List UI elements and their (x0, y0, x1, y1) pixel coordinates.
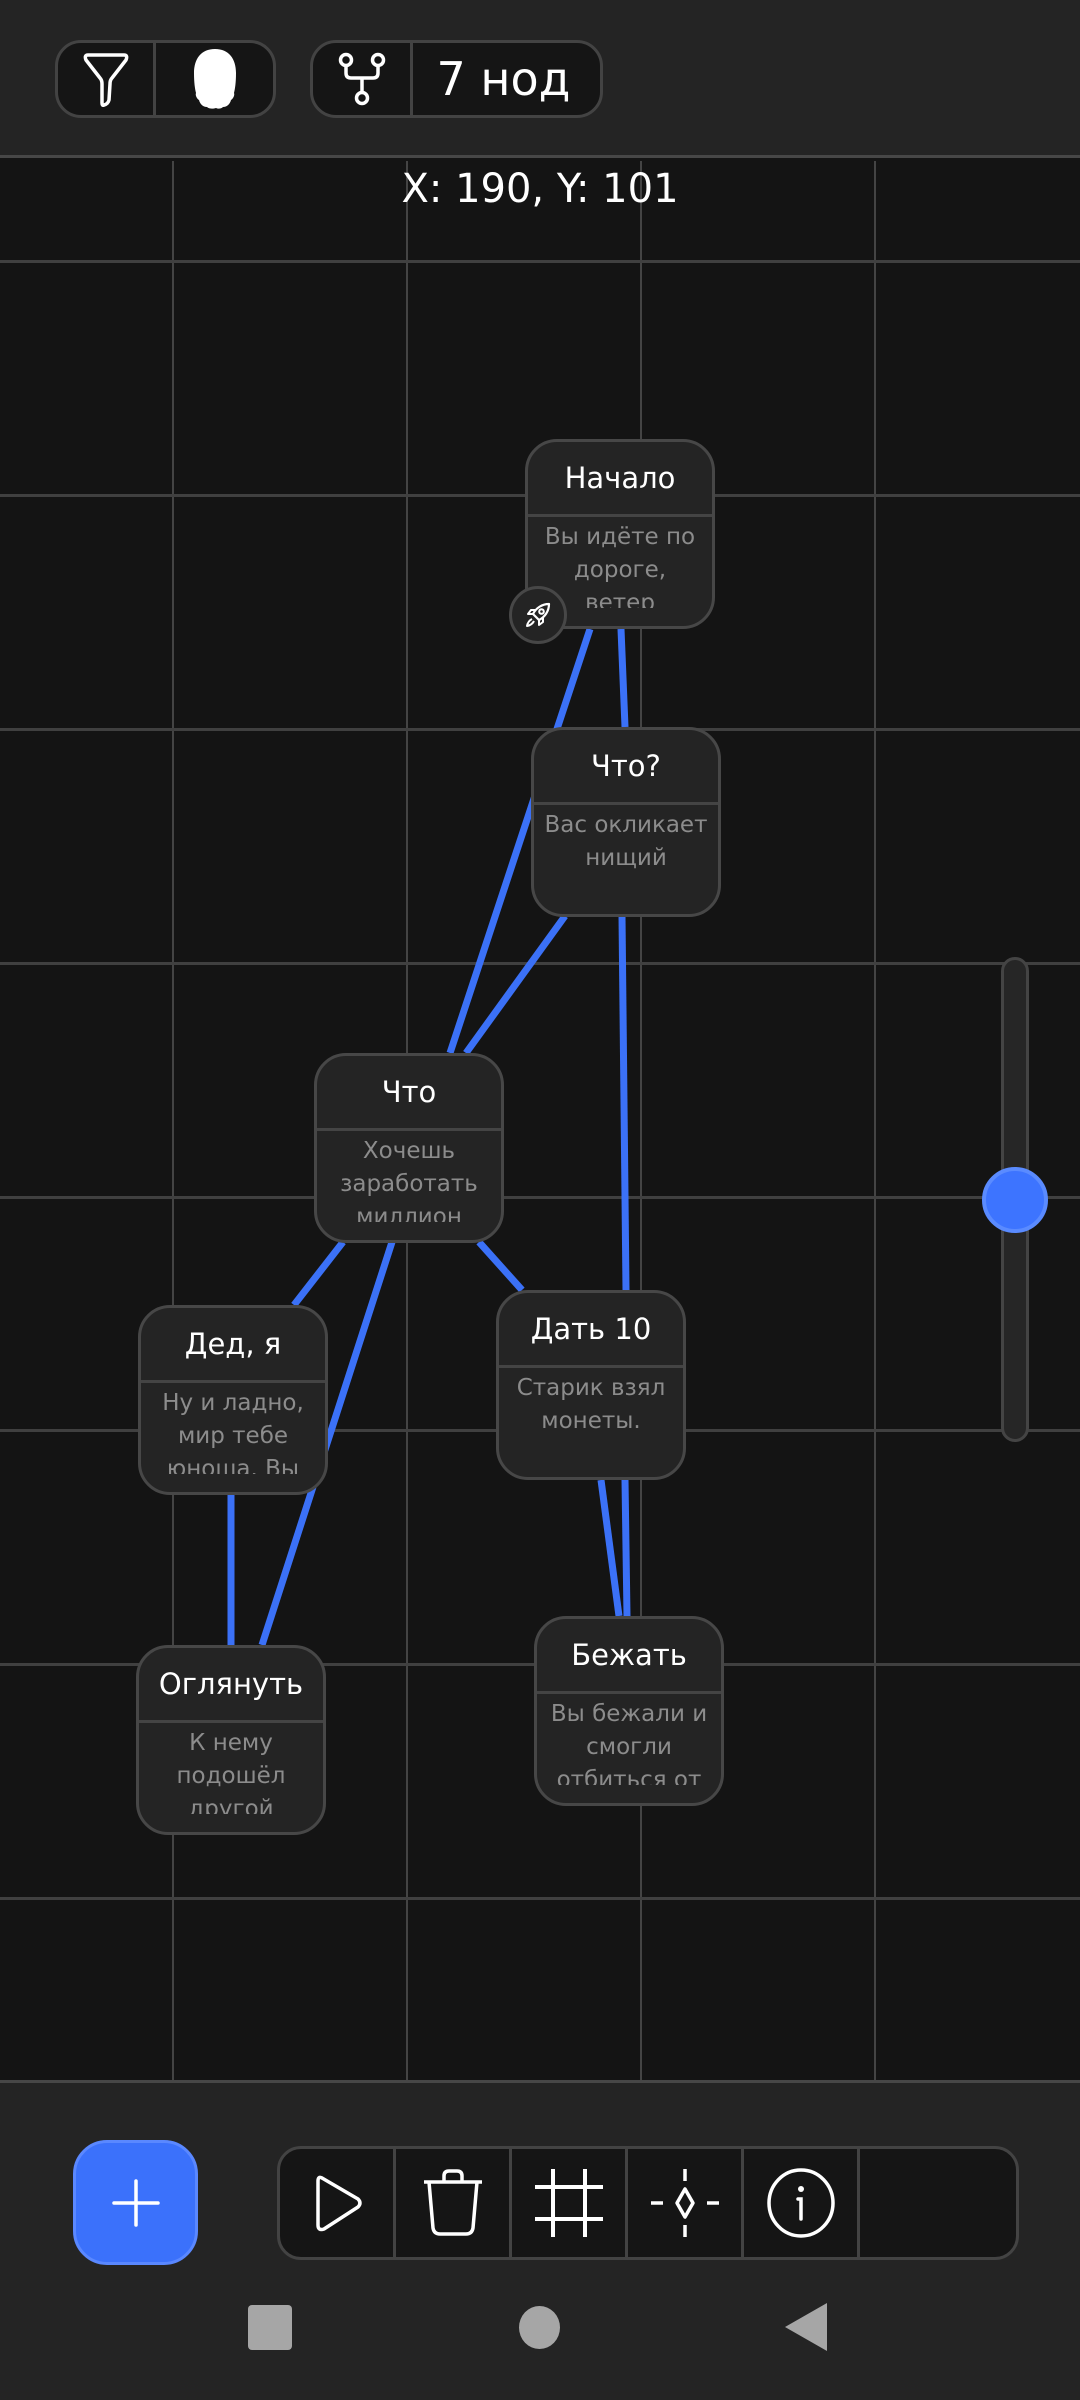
center-icon (650, 2169, 719, 2237)
tools-toolbar (277, 2146, 1019, 2260)
cursor-coordinates: X: 190, Y: 101 (401, 166, 679, 212)
trash-icon (423, 2169, 482, 2236)
grid-line (172, 161, 174, 2080)
node-body: Старик взял монеты. (516, 1375, 666, 1434)
skull-icon (193, 49, 236, 109)
node-title: Бежать (537, 1619, 721, 1694)
grid-line (0, 728, 1080, 731)
home-button[interactable] (519, 2306, 560, 2349)
node-body: Хочешь заработать миллион (340, 1138, 478, 1222)
delete-button[interactable] (396, 2149, 512, 2257)
grid-line (0, 260, 1080, 263)
info-button[interactable] (744, 2149, 860, 2257)
center-view-button[interactable] (628, 2149, 744, 2257)
node-run[interactable]: Бежать Вы бежали и смогли отбиться от (534, 1616, 724, 1806)
node-give-10[interactable]: Дать 10 Старик взял монеты. (496, 1290, 686, 1480)
node-title: Дед, я (141, 1308, 325, 1383)
bottom-bar (0, 2080, 1080, 2400)
node-ded[interactable]: Дед, я Ну и ладно, мир тебе юноша. Вы (138, 1305, 328, 1495)
add-node-button[interactable] (73, 2140, 198, 2265)
grid-line (640, 161, 642, 2080)
node-title: Что (317, 1056, 501, 1131)
rocket-icon (526, 602, 551, 627)
node-count-group: 7 нод (310, 40, 603, 118)
node-body: Вы идёте по дороге, ветер (544, 524, 696, 608)
zoom-slider-thumb[interactable] (982, 1167, 1048, 1233)
recent-apps-button[interactable] (248, 2305, 292, 2350)
system-nav-bar (0, 2290, 1080, 2370)
play-icon (315, 2175, 362, 2232)
filter-button[interactable] (58, 43, 153, 115)
grid-line (874, 161, 876, 2080)
grid-line (0, 1897, 1080, 1900)
node-count-label: 7 нод (410, 43, 600, 115)
info-icon (766, 2168, 835, 2238)
grid-toggle-button[interactable] (512, 2149, 628, 2257)
node-body: Вас окликает нищий (544, 812, 708, 871)
filter-group (55, 40, 276, 118)
node-title: Дать 10 (499, 1293, 683, 1368)
toolbar-empty-slot (860, 2149, 1016, 2257)
graph-button[interactable] (313, 43, 410, 115)
grid-line (0, 1196, 1080, 1199)
node-title: Оглянуть (139, 1648, 323, 1723)
node-title: Что? (534, 730, 718, 805)
node-start[interactable]: Начало Вы идёте по дороге, ветер (525, 439, 715, 629)
node-what-question[interactable]: Что? Вас окликает нищий (531, 727, 721, 917)
top-bar: 7 нод (0, 0, 1080, 158)
node-body: Вы бежали и смогли отбиться от (550, 1701, 708, 1785)
node-body: Ну и ладно, мир тебе юноша. Вы (162, 1390, 304, 1474)
filter-icon (83, 53, 128, 107)
node-what[interactable]: Что Хочешь заработать миллион (314, 1053, 504, 1243)
plus-icon (111, 2178, 160, 2227)
node-body: К нему подошёл другой (176, 1730, 286, 1814)
back-button[interactable] (785, 2303, 827, 2351)
skull-button[interactable] (153, 43, 273, 115)
play-button[interactable] (280, 2149, 396, 2257)
branch-icon (338, 52, 385, 106)
start-node-badge (509, 586, 567, 644)
node-look[interactable]: Оглянуть К нему подошёл другой (136, 1645, 326, 1835)
node-title: Начало (528, 442, 712, 517)
grid-line (0, 962, 1080, 965)
grid-icon (534, 2169, 603, 2237)
